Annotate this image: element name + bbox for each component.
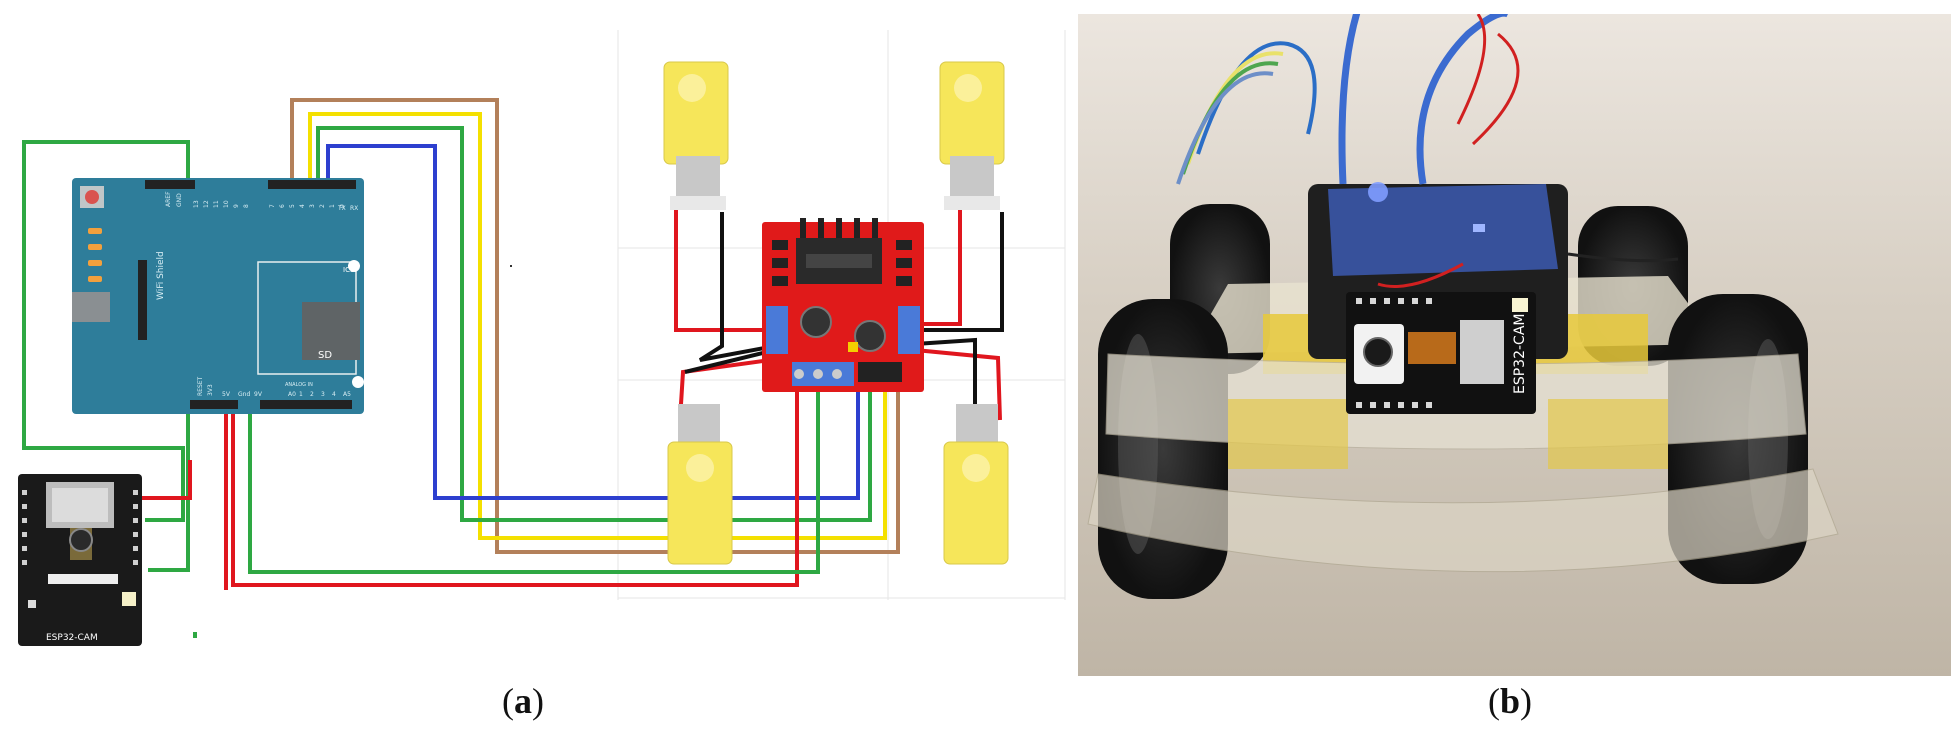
motor-top-right <box>939 61 1005 210</box>
digital-pin-label: 2 <box>319 204 326 208</box>
chassis-lower-plate <box>1087 468 1839 573</box>
camera-lens-photo-icon <box>1363 337 1393 367</box>
reset-button-icon <box>85 190 99 204</box>
esp32cam-photo-label: ESP32-CAM <box>1512 314 1528 394</box>
wire-green-pin4 <box>316 126 872 522</box>
caption-a-letter: a <box>514 681 532 721</box>
motor-bottom-right <box>943 404 1009 565</box>
l298n-driver <box>762 218 924 392</box>
digital-pin-label: 7 <box>269 204 276 208</box>
digital-pin-label: 9 <box>233 204 240 208</box>
aref-label: AREF <box>165 191 172 207</box>
tx-label: TX <box>337 205 346 212</box>
photo-svg: ESP32-CAM <box>1078 7 1951 676</box>
digital-pin-label: 6 <box>279 204 286 208</box>
wire-black-m3 <box>915 212 1004 332</box>
wire-black-m1 <box>698 212 776 362</box>
analog-pin-label: 3 <box>321 391 325 398</box>
caption-a: (a) <box>502 681 544 721</box>
shield-label: WiFi Shield <box>156 251 166 300</box>
stray-dot <box>510 265 512 267</box>
wire-brown <box>290 98 900 554</box>
arduino-board-photo <box>1328 184 1558 276</box>
wire-red-esp-5v <box>132 460 192 500</box>
digital-pin-label: 11 <box>213 200 220 208</box>
camera-lens-icon <box>69 528 93 552</box>
caption-b-letter: b <box>1500 681 1521 721</box>
digital-pin-label: 3 <box>309 204 316 208</box>
arduino-pcb <box>72 178 364 414</box>
analog-pin-label: 4 <box>332 391 336 398</box>
gnd-label: GND <box>176 193 183 207</box>
motor-top-left <box>663 61 729 210</box>
wire-yellow <box>308 112 887 540</box>
wheel-front-left <box>1098 299 1228 599</box>
digital-pin-label: 4 <box>299 204 306 208</box>
rx-label: RX <box>350 205 358 212</box>
power-pin-label: 9V <box>254 391 263 398</box>
wire-black-m2 <box>684 348 776 374</box>
sd-label: SD <box>318 350 332 361</box>
esp32cam-photo: ESP32-CAM <box>1346 292 1536 414</box>
stray-mark <box>193 632 197 638</box>
digital-pin-label: 12 <box>203 200 210 208</box>
esp32cam-module: ESP32-CAM <box>18 474 142 646</box>
wire-red-m4 <box>914 348 1002 421</box>
digital-pin-label: 0 <box>339 204 346 208</box>
power-pin-label: 5V <box>222 391 231 398</box>
robot-car-photo: ESP32-CAM <box>1078 7 1951 676</box>
analog-pin-label: A5 <box>343 391 351 398</box>
digital-pin-label: 10 <box>223 200 230 208</box>
digital-pin-label: 8 <box>243 204 250 208</box>
esp32cam-label: ESP32-CAM <box>46 633 98 643</box>
wire-black-m4 <box>914 337 977 420</box>
power-pin-label: Gnd <box>238 391 250 398</box>
digital-pin-label: 13 <box>193 200 200 208</box>
wire-blue <box>326 144 860 500</box>
analog-pin-label: 2 <box>310 391 314 398</box>
power-pin-label: 3V3 <box>207 384 214 396</box>
power-pin-label: RESET <box>197 376 204 396</box>
wire-red-m3 <box>915 208 962 326</box>
wire-red-power <box>231 384 799 587</box>
analog-header: ANALOG IN <box>285 382 313 388</box>
analog-pin-label: A0 <box>288 391 296 398</box>
sd-slot <box>302 302 360 360</box>
caption-b: (b) <box>1488 681 1533 721</box>
digital-pin-label: 1 <box>329 204 336 208</box>
photo-wires <box>1176 7 1679 288</box>
motor-bottom-left <box>667 404 733 565</box>
wire-green-gnd <box>248 384 820 574</box>
analog-pin-label: 1 <box>299 391 303 398</box>
icsp-label: ICSP <box>343 266 359 274</box>
digital-pin-label: 5 <box>289 204 296 208</box>
